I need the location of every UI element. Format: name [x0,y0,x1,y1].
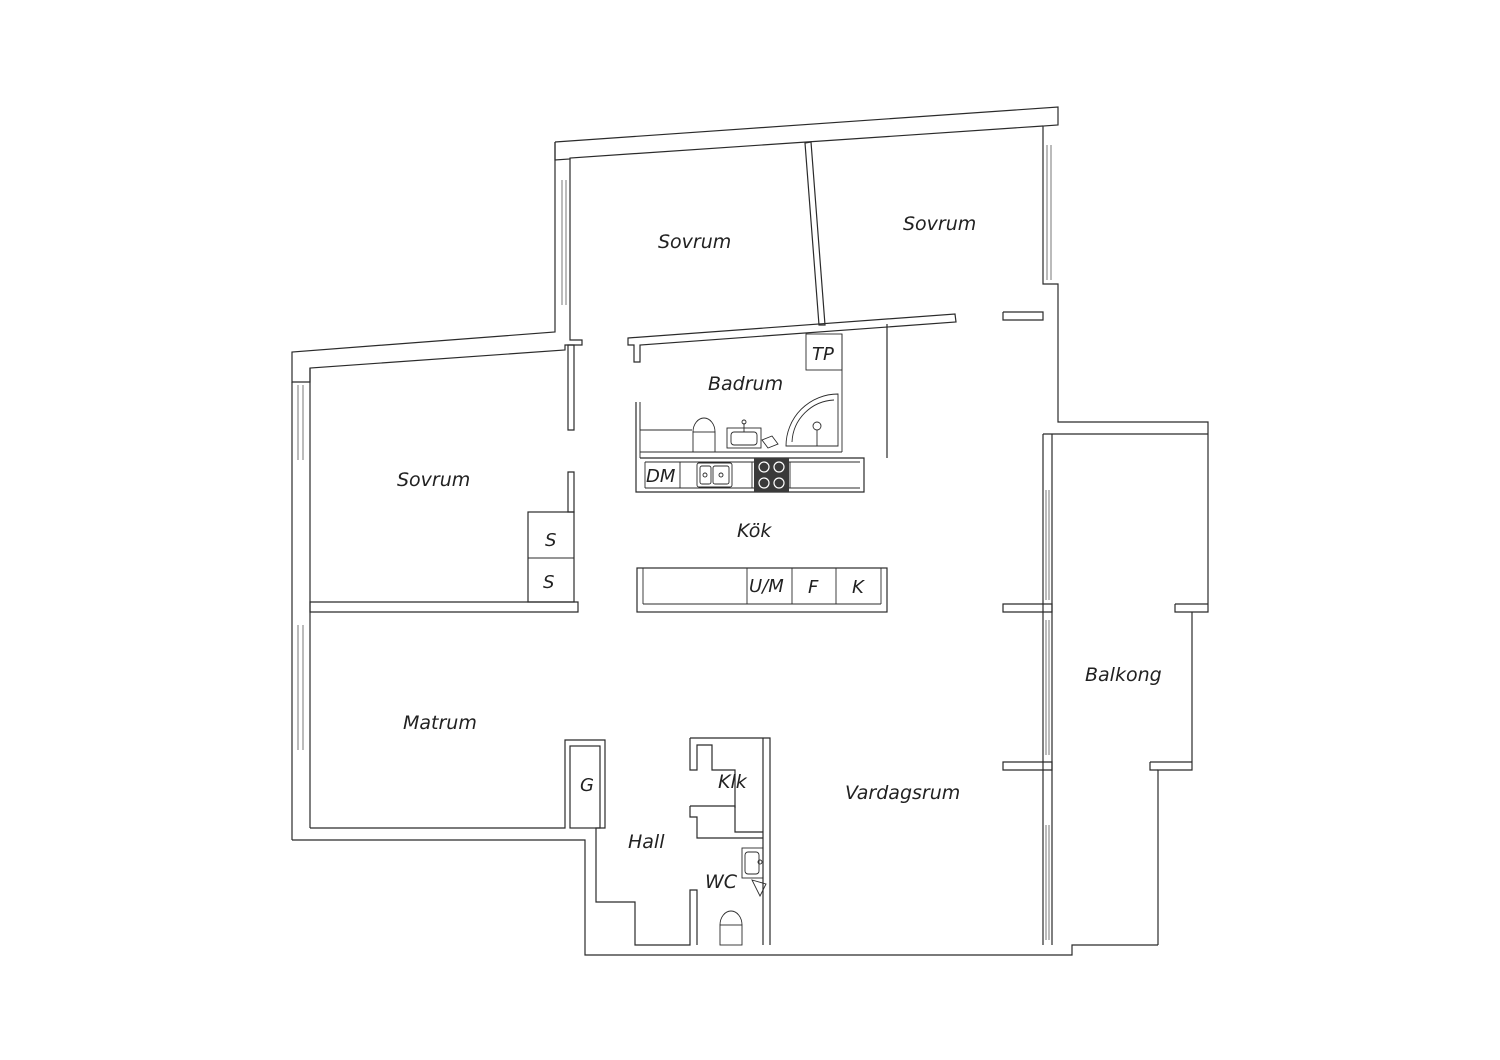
toilet-icon [692,417,716,453]
fixture-label-s1: S [545,530,556,551]
room-label-sovrum-west: Sovrum [397,469,470,491]
room-labels: Sovrum Sovrum Sovrum Badrum Kök Matrum H… [397,213,1162,893]
room-label-vardagsrum: Vardagsrum [845,782,960,804]
shower-icon [785,393,839,447]
fixture-label-s2: S [543,572,554,593]
fixture-label-f: F [808,577,819,598]
fixture-label-k: K [852,577,865,598]
room-label-klk: Klk [718,771,748,793]
wc-sink-icon [741,847,767,898]
bathroom-fixtures [640,333,843,453]
interior-walls [309,141,1053,945]
room-label-badrum: Badrum [708,373,783,395]
stove-icon [754,458,789,492]
room-label-kok: Kök [737,520,772,542]
kitchen-counter-upper [635,402,865,493]
fixture-labels: TP DM S S U/M F K G [543,344,865,796]
fixture-label-um: U/M [749,576,784,597]
room-label-balkong: Balkong [1085,664,1162,686]
fixture-label-dm: DM [646,466,676,487]
room-label-sovrum-north-left: Sovrum [658,231,731,253]
windows [297,145,1052,940]
fixture-label-tp: TP [812,344,834,365]
fixture-label-g: G [580,775,594,796]
kitchen-island [636,567,888,613]
room-label-matrum: Matrum [403,712,477,734]
exterior-walls [291,106,1209,956]
wc-fixtures [719,847,767,946]
bath-sink-icon [726,419,762,449]
room-label-sovrum-north-right: Sovrum [903,213,976,235]
wc-toilet-icon [719,910,743,946]
room-label-wc: WC [705,871,738,893]
room-label-hall: Hall [628,831,665,853]
